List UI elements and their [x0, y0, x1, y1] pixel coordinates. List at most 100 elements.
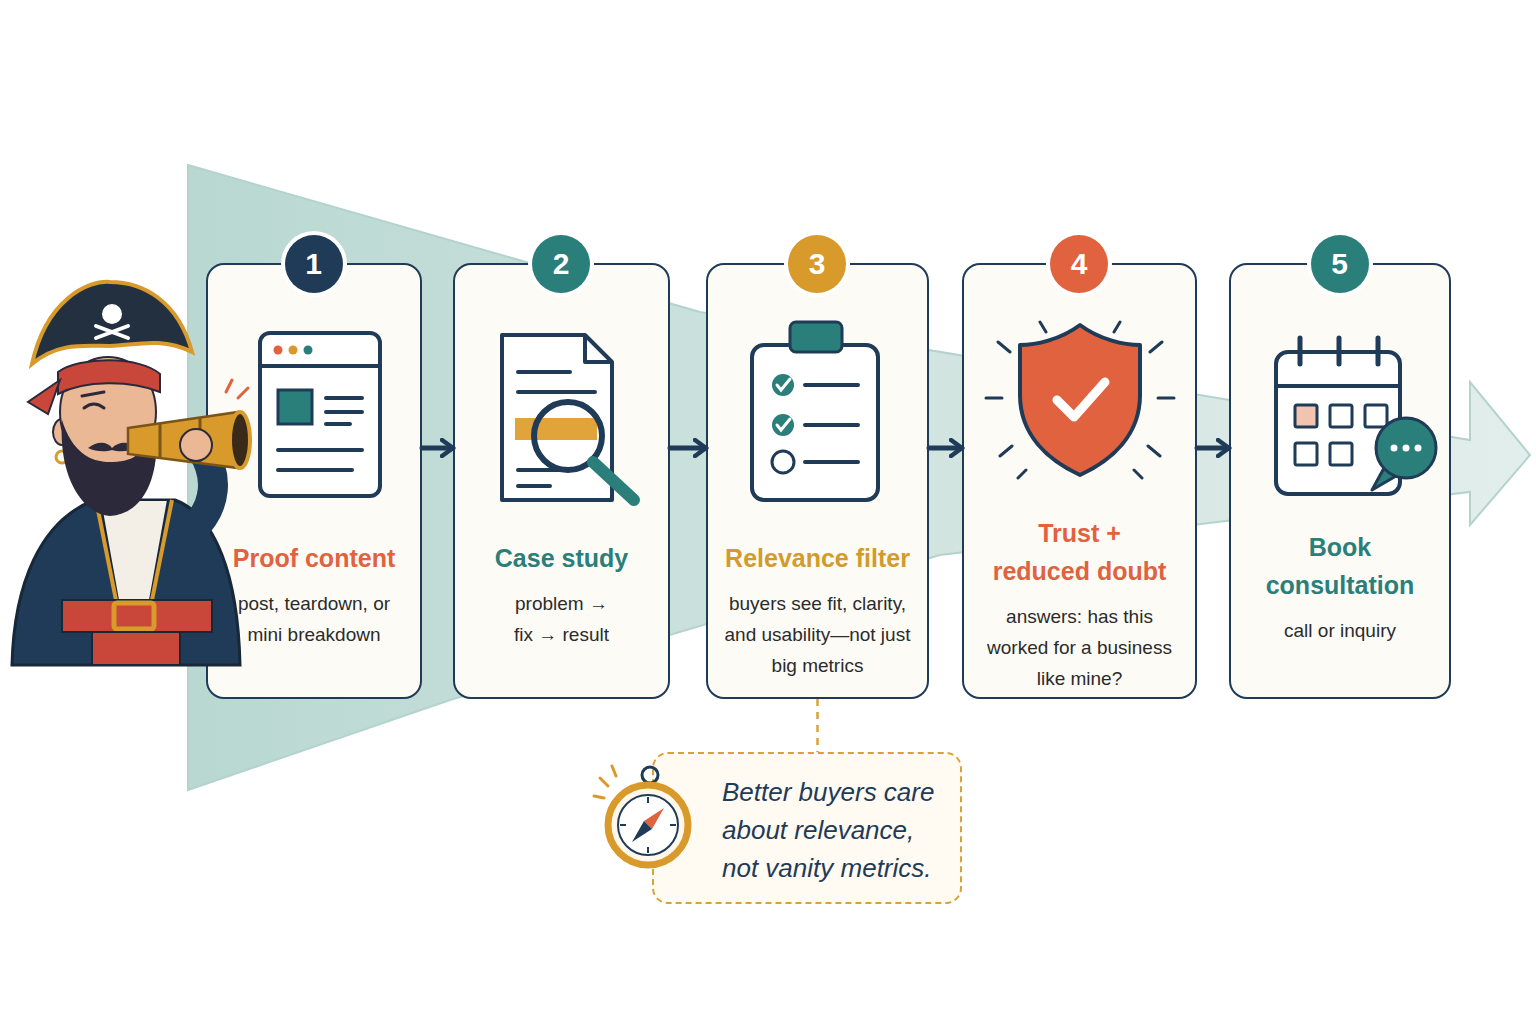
empty-circle	[772, 451, 794, 473]
pirate-sash	[62, 600, 212, 632]
step-card: 2Case studyproblem → fix → result	[453, 263, 670, 699]
callout-note: Better buyers care about relevance, not …	[722, 773, 950, 887]
text-column: Relevance filter buyers see fit, clarity,…	[708, 539, 927, 681]
calendar-day	[1330, 405, 1352, 427]
step-description: buyers see fit, clarity, and usability—n…	[720, 588, 915, 681]
flow-arrow	[1197, 446, 1229, 451]
web-page-icon	[260, 333, 380, 496]
skull	[102, 304, 122, 324]
document-sheet	[502, 335, 612, 500]
step-card: 3Relevance filterbuyers see fit, clarity…	[706, 263, 929, 699]
text-column: Trust + reduced doubt answers: has this w…	[964, 514, 1195, 694]
pirate-ear	[53, 419, 71, 445]
window-frame	[260, 333, 380, 496]
list-lines	[805, 385, 858, 462]
pirate-hand	[180, 429, 212, 461]
sparkle	[594, 766, 616, 798]
check-circle	[772, 414, 794, 436]
flow-arrow	[929, 446, 962, 451]
step-card: 4Trust + reduced doubtanswers: has this …	[962, 263, 1197, 699]
step-title: Trust + reduced doubt	[990, 514, 1170, 590]
step-number: 5	[1311, 235, 1369, 293]
shine-rays	[986, 322, 1174, 478]
pirate-illustration	[12, 282, 250, 665]
earring	[56, 451, 68, 463]
check-mark	[777, 419, 790, 430]
text-lines	[278, 398, 362, 470]
document-fold	[585, 335, 612, 362]
chat-dot	[1415, 445, 1422, 452]
compass-icon	[594, 766, 688, 865]
step-card: 1Proof contentpost, teardown, or mini br…	[206, 263, 422, 699]
clipboard-board	[752, 345, 878, 500]
compass-needle	[644, 808, 664, 829]
pirate-hat	[32, 282, 192, 364]
text-lines	[518, 372, 595, 486]
compass-case	[608, 785, 688, 865]
window-bar	[260, 364, 380, 368]
window-dot	[289, 346, 298, 355]
step-description: answers: has this worked for a business …	[977, 601, 1182, 694]
calendar-rings	[1300, 338, 1378, 364]
step-title: Proof content	[214, 539, 414, 577]
crossbones	[96, 326, 128, 338]
spyglass-lens	[230, 412, 250, 468]
spyglass	[128, 412, 238, 468]
calendar-day	[1295, 443, 1317, 465]
coat-trim	[152, 500, 172, 665]
window-dot	[304, 346, 313, 355]
calendar-frame	[1276, 352, 1400, 494]
clipboard-clip	[790, 322, 842, 352]
window-dot	[274, 346, 283, 355]
compass-face	[618, 795, 678, 855]
step-description: post, teardown, or mini breakdown	[224, 588, 404, 650]
step-number: 2	[532, 235, 590, 293]
pirate-mustache	[88, 443, 138, 452]
pirate-bandana	[58, 360, 160, 394]
calendar-day	[1295, 405, 1317, 427]
step-number: 1	[285, 235, 343, 293]
chat-dot	[1403, 445, 1410, 452]
shield	[1020, 325, 1140, 475]
pirate-arm	[192, 450, 213, 530]
pirate-trousers	[92, 632, 180, 665]
check-circle	[772, 374, 794, 396]
checklist-icon	[752, 322, 878, 500]
magnifier-handle	[593, 462, 634, 500]
step-description: call or inquiry	[1245, 615, 1435, 646]
check-mark	[1057, 382, 1105, 417]
compass-ticks	[620, 797, 676, 853]
sparkle	[226, 380, 248, 398]
leader-line	[816, 699, 819, 752]
flow-arrow	[422, 446, 453, 451]
image-block	[278, 390, 312, 424]
coat-trim	[96, 500, 116, 665]
text-column: Case study problem → fix → result	[455, 539, 668, 650]
step-card: 5Book consultationcall or inquiry	[1229, 263, 1451, 699]
pirate-shirt	[100, 500, 168, 600]
step-number: 4	[1050, 235, 1108, 293]
chat-dot	[1391, 445, 1398, 452]
pirate-face	[60, 357, 156, 467]
flow-band	[188, 165, 1530, 790]
check-mark	[777, 379, 790, 390]
callout-box: Better buyers care about relevance, not …	[652, 752, 962, 904]
step-title: Case study	[462, 539, 662, 577]
magnifier-lens	[534, 402, 602, 470]
highlight-bar	[515, 418, 597, 440]
spyglass-bands	[160, 418, 200, 463]
compass-needle	[632, 821, 652, 842]
pirate-coat	[12, 500, 240, 665]
pirate-beard	[62, 420, 157, 516]
pirate-eye	[84, 404, 104, 408]
pirate-brow	[82, 392, 104, 396]
step-title: Relevance filter	[713, 539, 923, 577]
calendar-header	[1276, 384, 1400, 388]
belt-buckle	[114, 603, 154, 629]
text-column: Proof content post, teardown, or mini bre…	[208, 539, 420, 650]
step-description: problem → fix → result	[507, 588, 617, 650]
